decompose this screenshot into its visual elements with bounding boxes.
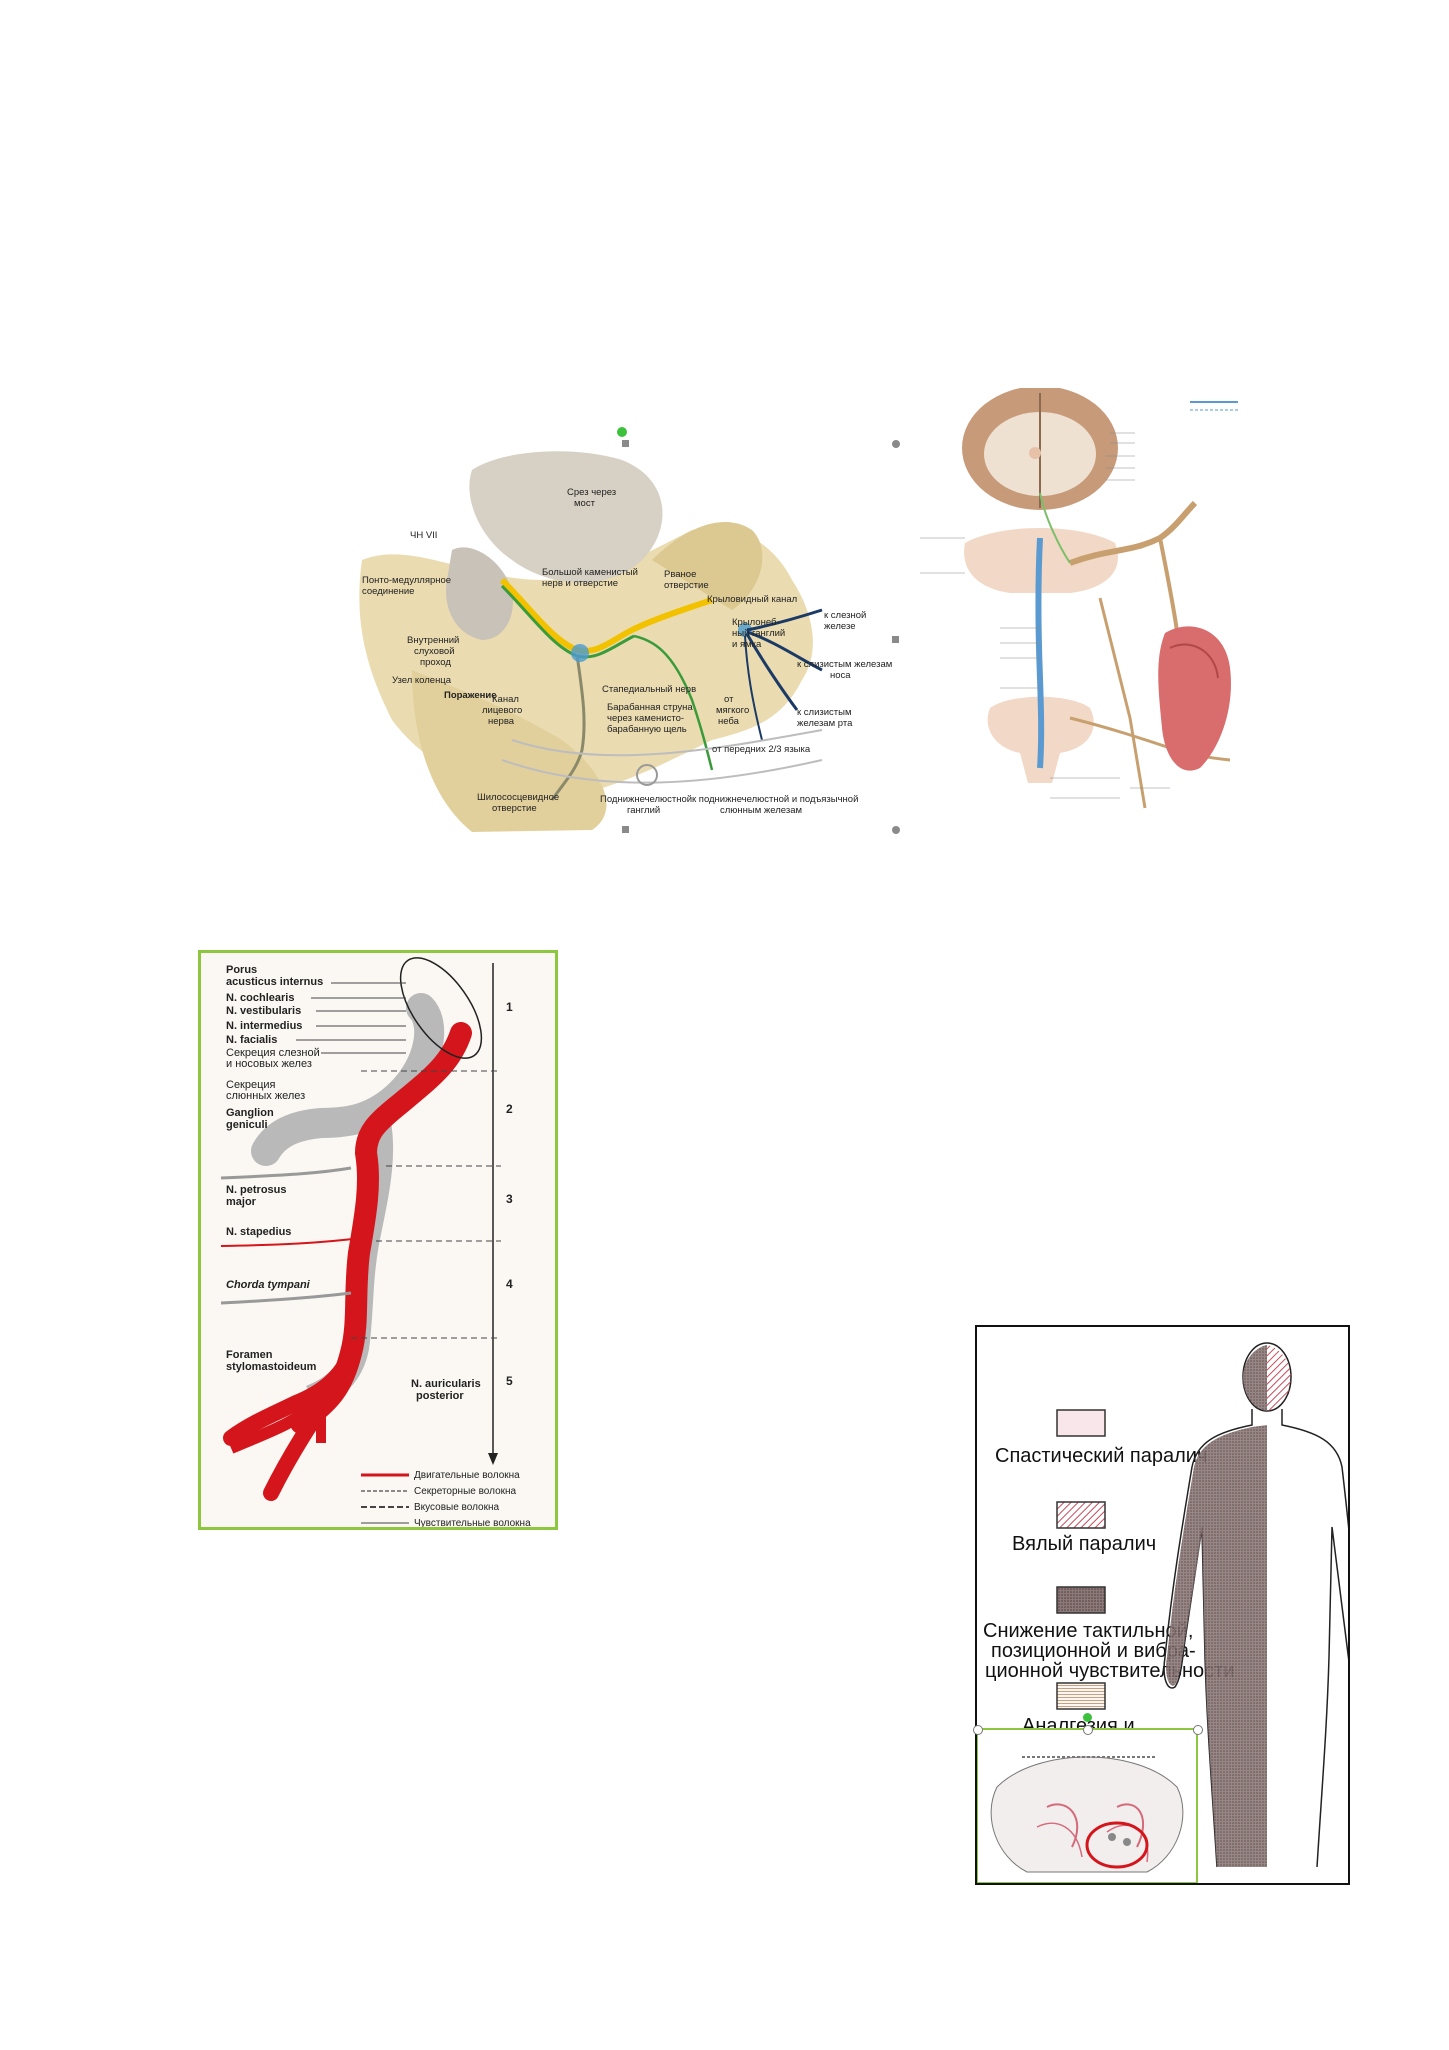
segment-label: 1	[506, 1000, 513, 1014]
label-geniculate: Узел коленца	[392, 675, 452, 686]
resize-handle[interactable]	[892, 636, 899, 643]
rotate-handle[interactable]	[617, 427, 627, 437]
label-pterygoid: Крыловидный канал	[707, 594, 797, 605]
legend-sensory-loss: Снижение тактильной,позиционной и вибра-…	[983, 1620, 1234, 1682]
resize-handle[interactable]	[1193, 1725, 1203, 1735]
segment-label: 3	[506, 1192, 513, 1206]
segment-label: 5	[506, 1374, 513, 1388]
legend-motor: Двигательные волокна	[414, 1470, 520, 1481]
legend-sensory: Чувствительные волокна	[414, 1518, 531, 1527]
label-facialis: N. facialis	[226, 1034, 277, 1046]
label-tongue: от передних 2/3 языка	[712, 744, 811, 755]
resize-handle[interactable]	[622, 826, 629, 833]
label-stapedius: N. stapedius	[226, 1226, 291, 1238]
legend-spastic: Спастический паралич	[995, 1445, 1207, 1467]
figure-nerve-pathway	[920, 386, 1245, 828]
legend-taste: Вкусовые волокна	[414, 1502, 500, 1513]
label-stapedius: Стапедиальный нерв	[602, 684, 696, 695]
resize-handle[interactable]	[973, 1725, 983, 1735]
segment-label: 4	[506, 1277, 513, 1291]
label-cn7: ЧН VII	[410, 530, 437, 541]
label-cochlearis: N. cochlearis	[226, 992, 294, 1004]
resize-handle[interactable]	[1083, 1725, 1093, 1735]
figure-paralysis-distribution: Спастический паралич Вялый паралич Сниже…	[973, 1325, 1350, 1885]
label-lesion: Поражение	[444, 690, 496, 701]
label-intermedius: N. intermedius	[226, 1020, 302, 1032]
legend-flaccid: Вялый паралич	[1012, 1533, 1156, 1555]
resize-handle[interactable]	[622, 440, 629, 447]
rotate-handle[interactable]	[1083, 1713, 1092, 1722]
label-vestibularis: N. vestibularis	[226, 1005, 301, 1017]
nerve-pathway-drawing	[920, 386, 1238, 809]
paralysis-distribution-drawing: Спастический паралич Вялый паралич Сниже…	[977, 1342, 1348, 1883]
legend-secretory: Секреторные волокна	[414, 1486, 517, 1497]
segment-label: 2	[506, 1102, 513, 1116]
resize-handle[interactable]	[892, 826, 900, 834]
label-chorda: Chorda tympani	[226, 1279, 311, 1291]
resize-handle[interactable]	[892, 440, 900, 448]
